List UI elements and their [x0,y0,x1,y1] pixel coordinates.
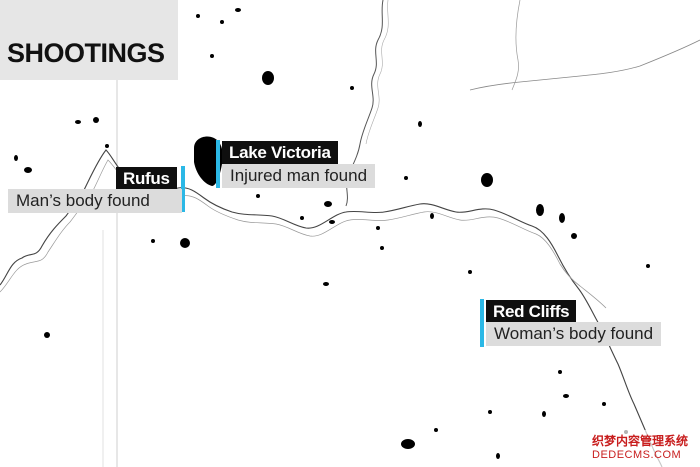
creek-ne [469,39,700,91]
lake [602,402,606,406]
lake [536,204,544,216]
lake [105,144,109,148]
lake-victoria-name-label: Lake Victoria [222,141,338,164]
lake-victoria-description-label: Injured man found [222,164,376,188]
lake [563,394,569,398]
lake [542,411,546,417]
lake [401,439,415,449]
lake [559,213,565,223]
lake [324,201,332,207]
lake [430,213,434,219]
lake [380,246,384,250]
lake [24,167,32,173]
rufus-accent-bar [181,166,185,212]
lake [350,86,354,90]
lake [496,453,500,459]
lake [210,54,214,58]
lake [235,8,241,12]
lake [93,117,99,123]
creek-se [559,263,607,309]
creek-n [511,0,521,91]
lake [468,270,472,274]
red-cliffs-accent-bar [480,299,484,347]
lake [151,239,155,243]
lake [329,220,335,224]
watermark: 织梦内容管理系统 DEDECMS.COM [590,430,700,467]
lake [75,120,81,124]
lake [180,238,190,248]
tributary-river-bank [365,0,389,145]
lake [434,428,438,432]
rufus-name-label: Rufus [116,167,177,190]
lake [481,173,493,187]
lake [262,71,274,85]
watermark-line-1: 织梦内容管理系统 [592,434,689,448]
main-river-bank [0,159,561,293]
lake [323,282,329,286]
lake-victoria-accent-bar [216,140,220,188]
title-panel: SHOOTINGS [0,0,178,80]
lake [196,14,200,18]
lake [571,233,577,239]
rufus-description-label: Man’s body found [8,189,182,213]
lake [646,264,650,268]
lake [558,370,562,374]
lake [220,20,224,24]
watermark-line-2: DEDECMS.COM [592,449,682,461]
lake [376,226,380,230]
lake [256,194,260,198]
lake [488,410,492,414]
lake [14,155,18,161]
lake [300,216,304,220]
map-title: SHOOTINGS [7,38,165,68]
lake-victoria-shape [194,136,223,186]
red-cliffs-name-label: Red Cliffs [486,300,577,323]
lake [418,121,422,127]
lake [44,332,50,338]
red-cliffs-description-label: Woman’s body found [486,322,662,346]
lake [404,176,408,180]
